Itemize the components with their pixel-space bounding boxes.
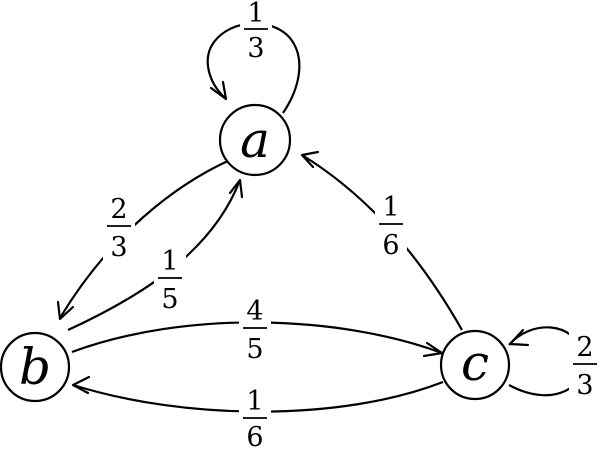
label-a-self: 1 3 <box>240 0 272 64</box>
node-a: a <box>218 103 292 177</box>
node-b-label: b <box>19 338 51 396</box>
label-a-to-b-denominator: 3 <box>110 232 127 263</box>
node-c-label: c <box>461 334 489 392</box>
label-a-self-denominator: 3 <box>247 33 264 64</box>
label-b-to-a-numerator: 1 <box>161 246 178 277</box>
label-a-self-numerator: 1 <box>247 0 264 29</box>
label-b-to-c: 4 5 <box>239 294 271 365</box>
label-c-to-a: 1 6 <box>375 190 407 261</box>
label-c-to-b-numerator: 1 <box>246 386 263 417</box>
label-c-self-numerator: 2 <box>576 332 593 363</box>
node-c: c <box>439 329 511 401</box>
node-b: b <box>0 331 71 403</box>
label-c-to-a-denominator: 6 <box>382 230 399 261</box>
label-c-to-a-numerator: 1 <box>382 192 399 223</box>
label-c-to-b: 1 6 <box>239 384 271 450</box>
label-c-self: 2 3 <box>569 330 601 402</box>
label-a-to-b-numerator: 2 <box>110 194 127 225</box>
edge-a-to-b <box>56 158 231 321</box>
label-a-to-b: 2 3 <box>103 190 135 263</box>
node-a-label: a <box>240 111 270 169</box>
label-c-self-denominator: 3 <box>576 370 593 401</box>
label-c-to-b-denominator: 6 <box>246 422 263 450</box>
label-b-to-c-numerator: 4 <box>246 296 263 327</box>
label-b-to-a: 1 5 <box>154 244 186 315</box>
label-b-to-a-denominator: 5 <box>161 284 178 315</box>
label-b-to-c-denominator: 5 <box>246 334 263 365</box>
